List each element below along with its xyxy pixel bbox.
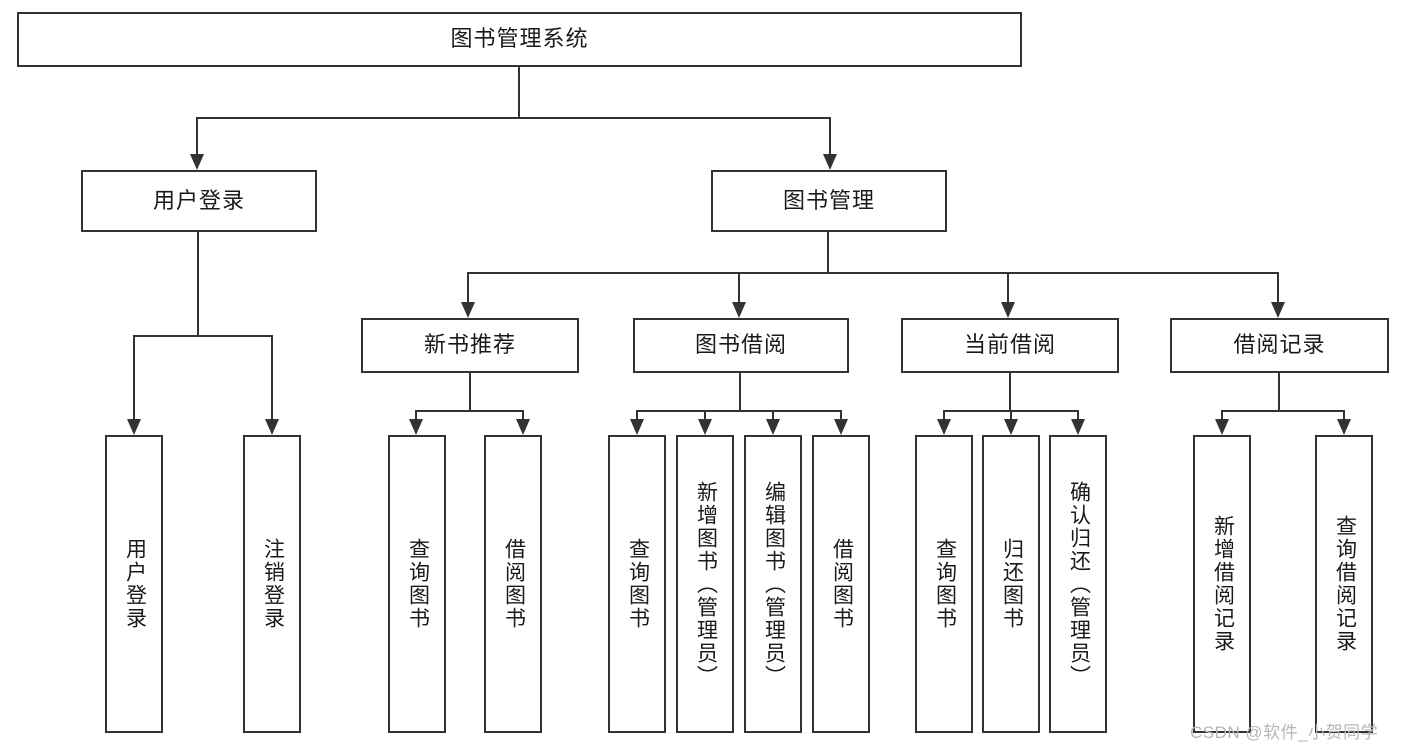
arrowhead-book-borrow bbox=[732, 302, 746, 318]
leaf-logout[interactable]: 注销登录 bbox=[243, 435, 301, 733]
leaf-label: 确认归还（管理员） bbox=[1067, 480, 1091, 688]
node-new-book-recommend[interactable]: 新书推荐 bbox=[361, 318, 579, 373]
leaf-edit-book-admin[interactable]: 编辑图书（管理员） bbox=[744, 435, 802, 733]
connector-g-current-borrow-drop-2 bbox=[1077, 410, 1079, 419]
leaf-query-borrow-record[interactable]: 查询借阅记录 bbox=[1315, 435, 1373, 733]
connector-g-book-borrow-drop-0 bbox=[636, 410, 638, 419]
connector-g-current-borrow-trunk bbox=[1009, 373, 1011, 410]
leaf-label: 用户登录 bbox=[123, 538, 147, 630]
leaf-confirm-return-admin[interactable]: 确认归还（管理员） bbox=[1049, 435, 1107, 733]
leaf-borrow-book-recommend[interactable]: 借阅图书 bbox=[484, 435, 542, 733]
node-label: 用户登录 bbox=[152, 187, 245, 213]
connector-g-current-borrow-drop-1 bbox=[1010, 410, 1012, 419]
connector-g-current-borrow-drop-0 bbox=[943, 410, 945, 419]
arrowhead-g-book-borrow-2 bbox=[766, 419, 780, 435]
arrowhead-g-current-borrow-0 bbox=[937, 419, 951, 435]
connector-user-login-bar bbox=[134, 335, 273, 337]
node-label: 借阅记录 bbox=[1233, 332, 1326, 358]
node-label: 新书推荐 bbox=[423, 332, 516, 358]
leaf-borrow-book[interactable]: 借阅图书 bbox=[812, 435, 870, 733]
leaf-label: 归还图书 bbox=[1000, 538, 1024, 630]
leaf-label: 借阅图书 bbox=[502, 538, 526, 630]
leaf-query-book-current[interactable]: 查询图书 bbox=[915, 435, 973, 733]
connector-drop-book-borrow bbox=[738, 272, 740, 302]
connector-g-book-borrow-drop-3 bbox=[840, 410, 842, 419]
connector-g-new-book-bar bbox=[416, 410, 523, 412]
arrowhead-g-book-borrow-0 bbox=[630, 419, 644, 435]
leaf-label: 借阅图书 bbox=[830, 538, 854, 630]
node-label: 图书借阅 bbox=[694, 332, 787, 358]
leaf-add-borrow-record[interactable]: 新增借阅记录 bbox=[1193, 435, 1251, 733]
connector-g-new-book-drop-1 bbox=[522, 410, 524, 419]
leaf-label: 查询借阅记录 bbox=[1333, 515, 1357, 653]
connector-drop-borrow-record bbox=[1277, 272, 1279, 302]
leaf-query-book-borrow[interactable]: 查询图书 bbox=[608, 435, 666, 733]
connector-root-drop-book-manage bbox=[829, 117, 831, 154]
arrowhead-borrow-record bbox=[1271, 302, 1285, 318]
arrowhead-g-borrow-record-0 bbox=[1215, 419, 1229, 435]
csdn-watermark: CSDN @软件_小贺同学 bbox=[1190, 723, 1379, 742]
leaf-add-book-admin[interactable]: 新增图书（管理员） bbox=[676, 435, 734, 733]
connector-g-borrow-record-bar bbox=[1222, 410, 1344, 412]
connector-g-borrow-record-drop-0 bbox=[1221, 410, 1223, 419]
connector-drop-new-book-recommend bbox=[467, 272, 469, 302]
connector-book-management-bar bbox=[468, 272, 1279, 274]
leaf-label: 注销登录 bbox=[261, 538, 285, 630]
connector-user-login-trunk bbox=[197, 232, 199, 335]
connector-drop-current-borrow bbox=[1007, 272, 1009, 302]
arrowhead-g-current-borrow-1 bbox=[1004, 419, 1018, 435]
arrowhead-g-new-book-0 bbox=[409, 419, 423, 435]
arrowhead-g-current-borrow-2 bbox=[1071, 419, 1085, 435]
leaf-label: 查询图书 bbox=[626, 538, 650, 630]
connector-root-trunk bbox=[518, 67, 520, 117]
connector-drop-leaf-user-login bbox=[133, 335, 135, 419]
arrowhead-g-new-book-1 bbox=[516, 419, 530, 435]
arrowhead-g-book-borrow-3 bbox=[834, 419, 848, 435]
connector-g-new-book-trunk bbox=[469, 373, 471, 410]
connector-g-book-borrow-trunk bbox=[739, 373, 741, 410]
connector-book-management-trunk bbox=[827, 232, 829, 272]
arrowhead-leaf-logout bbox=[265, 419, 279, 435]
leaf-label: 新增图书（管理员） bbox=[694, 480, 718, 688]
node-label: 图书管理 bbox=[782, 187, 875, 213]
arrowhead-user-login bbox=[190, 154, 204, 170]
connector-g-new-book-drop-0 bbox=[415, 410, 417, 419]
arrowhead-leaf-user-login bbox=[127, 419, 141, 435]
leaf-label: 编辑图书（管理员） bbox=[762, 480, 786, 688]
connector-drop-leaf-logout bbox=[271, 335, 273, 419]
arrowhead-g-book-borrow-1 bbox=[698, 419, 712, 435]
node-book-borrow[interactable]: 图书借阅 bbox=[633, 318, 849, 373]
connector-g-borrow-record-trunk bbox=[1278, 373, 1280, 410]
leaf-user-login[interactable]: 用户登录 bbox=[105, 435, 163, 733]
arrowhead-current-borrow bbox=[1001, 302, 1015, 318]
connector-g-book-borrow-drop-1 bbox=[704, 410, 706, 419]
node-book-management[interactable]: 图书管理 bbox=[711, 170, 947, 232]
leaf-return-book[interactable]: 归还图书 bbox=[982, 435, 1040, 733]
arrowhead-book-manage bbox=[823, 154, 837, 170]
leaf-label: 新增借阅记录 bbox=[1211, 515, 1235, 653]
node-user-login[interactable]: 用户登录 bbox=[81, 170, 317, 232]
leaf-label: 查询图书 bbox=[933, 538, 957, 630]
connector-g-book-borrow-drop-2 bbox=[772, 410, 774, 419]
arrowhead-g-borrow-record-1 bbox=[1337, 419, 1351, 435]
connector-g-borrow-record-drop-1 bbox=[1343, 410, 1345, 419]
arrowhead-new-book-recommend bbox=[461, 302, 475, 318]
leaf-query-book-recommend[interactable]: 查询图书 bbox=[388, 435, 446, 733]
connector-root-bar bbox=[197, 117, 831, 119]
leaf-label: 查询图书 bbox=[406, 538, 430, 630]
node-root-book-management-system[interactable]: 图书管理系统 bbox=[17, 12, 1022, 67]
connector-root-drop-user-login bbox=[196, 117, 198, 154]
node-label: 当前借阅 bbox=[963, 332, 1056, 358]
connector-g-book-borrow-bar bbox=[637, 410, 842, 412]
node-label: 图书管理系统 bbox=[450, 26, 589, 52]
node-current-borrow[interactable]: 当前借阅 bbox=[901, 318, 1119, 373]
node-borrow-record[interactable]: 借阅记录 bbox=[1170, 318, 1389, 373]
